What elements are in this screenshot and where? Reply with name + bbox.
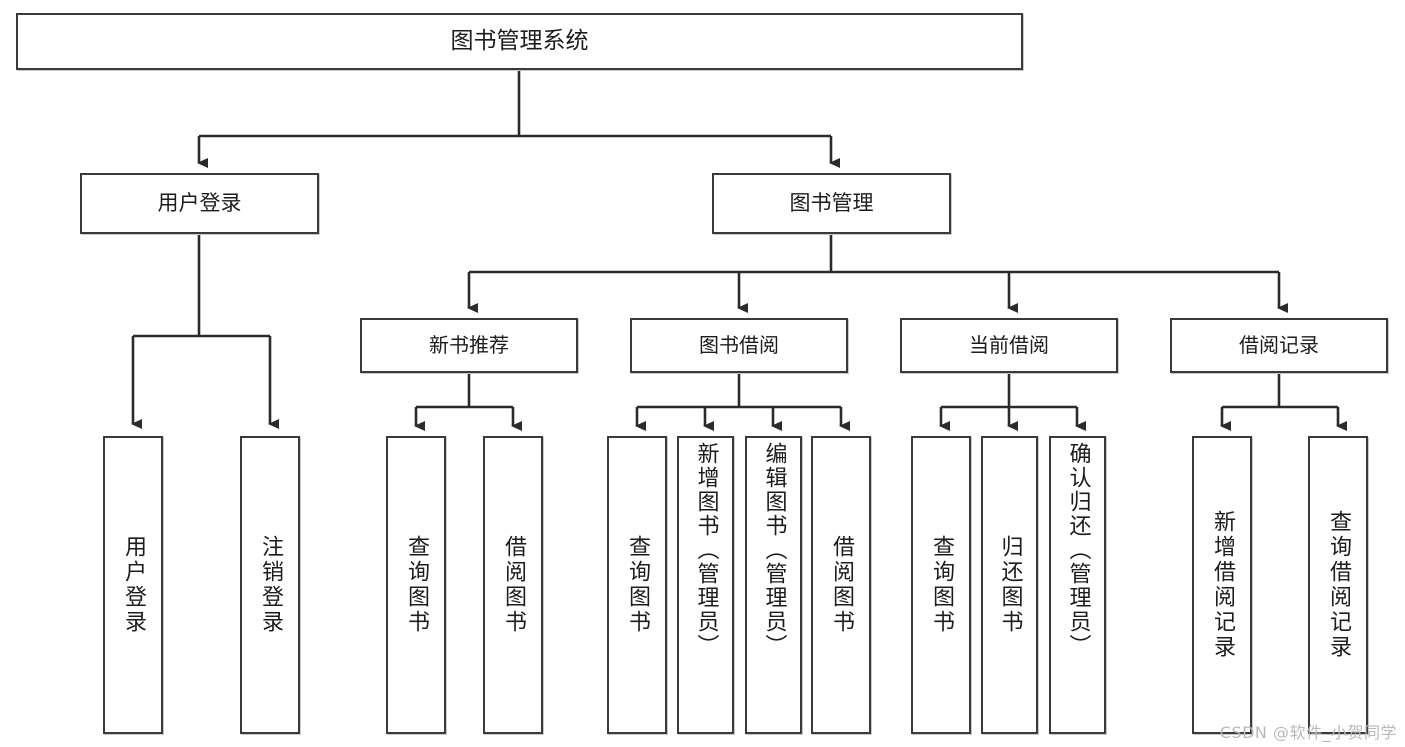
node-label: 注销登录 bbox=[258, 535, 283, 635]
node-book-borrow[interactable]: 图书借阅 bbox=[630, 318, 848, 373]
node-label: 新增图书（管理员） bbox=[693, 442, 719, 658]
node-label: 新书推荐 bbox=[429, 332, 509, 357]
leaf-user-logout[interactable]: 注销登录 bbox=[240, 436, 300, 734]
node-label: 用户登录 bbox=[121, 535, 146, 635]
node-borrow-record[interactable]: 借阅记录 bbox=[1170, 318, 1388, 373]
node-book-management[interactable]: 图书管理 bbox=[712, 173, 951, 234]
node-root-system[interactable]: 图书管理系统 bbox=[16, 13, 1023, 70]
leaf-borrow-book-recommend[interactable]: 借阅图书 bbox=[483, 436, 543, 734]
leaf-confirm-return-admin[interactable]: 确认归还（管理员） bbox=[1049, 436, 1106, 734]
leaf-return-book[interactable]: 归还图书 bbox=[981, 436, 1038, 734]
node-label: 借阅记录 bbox=[1239, 332, 1319, 357]
node-label: 图书借阅 bbox=[699, 332, 779, 357]
watermark: CSDN @软件_小贺同学 bbox=[1219, 723, 1397, 742]
leaf-query-book-borrow[interactable]: 查询图书 bbox=[607, 436, 667, 734]
node-label: 查询图书 bbox=[404, 535, 429, 635]
leaf-edit-book-admin[interactable]: 编辑图书（管理员） bbox=[745, 436, 802, 734]
node-label: 当前借阅 bbox=[969, 332, 1049, 357]
node-label: 借阅图书 bbox=[829, 535, 854, 635]
node-label: 归还图书 bbox=[997, 535, 1023, 635]
node-label: 用户登录 bbox=[157, 191, 242, 216]
node-user-login[interactable]: 用户登录 bbox=[80, 173, 319, 234]
node-label: 新增借阅记录 bbox=[1210, 510, 1235, 660]
leaf-borrow-book[interactable]: 借阅图书 bbox=[811, 436, 871, 734]
node-label: 查询图书 bbox=[929, 535, 954, 635]
node-label: 图书管理系统 bbox=[450, 27, 589, 54]
node-label: 图书管理 bbox=[789, 191, 874, 216]
leaf-query-borrow-record[interactable]: 查询借阅记录 bbox=[1308, 436, 1368, 734]
node-label: 借阅图书 bbox=[501, 535, 526, 635]
node-label: 编辑图书（管理员） bbox=[761, 442, 787, 658]
node-label: 查询借阅记录 bbox=[1326, 510, 1351, 660]
node-label: 确认归还（管理员） bbox=[1065, 442, 1091, 658]
leaf-add-borrow-record[interactable]: 新增借阅记录 bbox=[1192, 436, 1252, 734]
leaf-add-book-admin[interactable]: 新增图书（管理员） bbox=[677, 436, 734, 734]
leaf-user-login[interactable]: 用户登录 bbox=[103, 436, 163, 734]
leaf-query-book-current[interactable]: 查询图书 bbox=[911, 436, 971, 734]
leaf-query-book-recommend[interactable]: 查询图书 bbox=[386, 436, 446, 734]
node-label: 查询图书 bbox=[625, 535, 650, 635]
node-new-book-recommend[interactable]: 新书推荐 bbox=[360, 318, 578, 373]
node-current-borrow[interactable]: 当前借阅 bbox=[900, 318, 1118, 373]
